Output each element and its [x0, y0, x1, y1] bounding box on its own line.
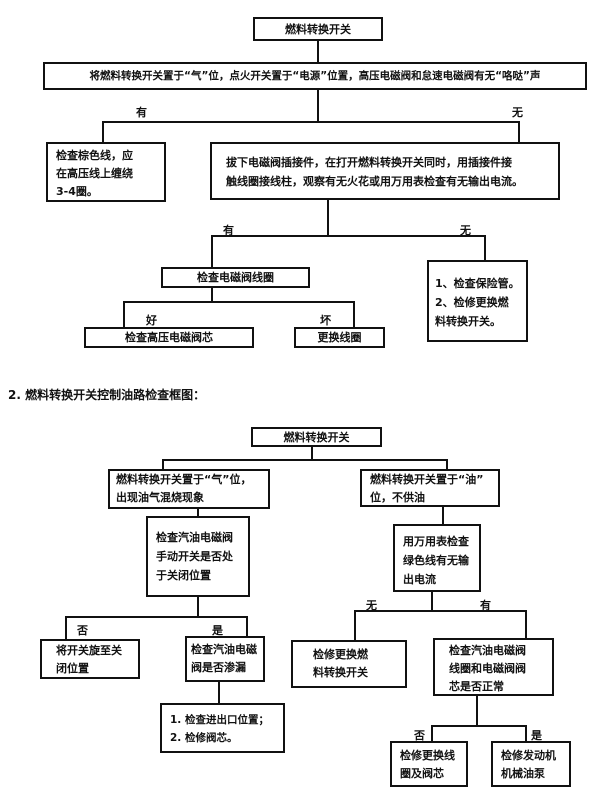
- d2-left-yes-box: 检查汽油电磁 阀是否渗漏: [185, 636, 265, 682]
- d2-left-box: 燃料转换开关置于“气”位， 出现油气混烧现象: [108, 469, 270, 509]
- d1-step1-box: 将燃料转换开关置于“气”位，点火开关置于“电源”位置，高压电磁阀和怠速电磁阀有无…: [43, 62, 587, 90]
- sub-yes-label: 有: [223, 224, 234, 237]
- connector: [102, 121, 104, 142]
- connector: [317, 41, 319, 62]
- d2-final-yes-box: 检修发动机 机械油泵: [491, 741, 571, 787]
- d1-bad-box: 更换线圈: [294, 327, 385, 348]
- connector: [211, 288, 213, 302]
- final-yes-label: 是: [531, 729, 542, 742]
- right-no-label: 无: [366, 599, 377, 612]
- connector: [162, 459, 448, 461]
- d2-left-check-box: 检查汽油电磁阀 手动开关是否处 于关闭位置: [146, 516, 250, 597]
- connector: [197, 597, 199, 617]
- connector: [353, 301, 355, 328]
- d2-left-final-box: 1. 检查进出口位置； 2. 检修阀芯。: [160, 703, 285, 753]
- d1-no-box: 拔下电磁阀插接件，在打开燃料转换开关同时，用插接件接 触线圈接线柱，观察有无火花…: [210, 142, 560, 200]
- connector: [446, 459, 448, 470]
- d2-right-no-box: 检修更换燃 料转换开关: [291, 640, 407, 688]
- connector: [211, 235, 213, 268]
- connector: [102, 121, 520, 123]
- connector: [525, 610, 527, 639]
- connector: [197, 509, 199, 517]
- final-no-label: 否: [414, 729, 425, 742]
- d1-check-coil-box: 检查电磁阀线圈: [161, 267, 310, 288]
- connector: [431, 725, 433, 742]
- connector: [218, 682, 220, 704]
- d2-left-no-box: 将开关旋至关 闭位置: [40, 639, 140, 679]
- connector: [518, 121, 520, 142]
- good-label: 好: [146, 314, 157, 327]
- d1-good-box: 检查高压电磁阀芯: [84, 327, 254, 348]
- no-label: 无: [512, 106, 523, 119]
- d1-sub-no-box: 1、检查保险管。 2、检修更换燃 料转换开关。: [427, 260, 528, 342]
- section-heading: 2. 燃料转换开关控制油路检查框图：: [8, 388, 206, 402]
- connector: [162, 459, 164, 470]
- connector: [123, 301, 125, 328]
- connector: [311, 447, 313, 460]
- d2-right-yes-box: 检查汽油电磁阀 线圈和电磁阀阀 芯是否正常: [433, 638, 554, 696]
- connector: [354, 610, 527, 612]
- connector: [431, 725, 527, 727]
- d1-yes-box: 检查棕色线，应 在高压线上缠绕 3-4圈。: [46, 142, 166, 202]
- connector: [246, 616, 248, 642]
- d2-root-box: 燃料转换开关: [251, 427, 382, 447]
- connector: [442, 507, 444, 527]
- connector: [211, 235, 486, 237]
- sub-no-label: 无: [460, 224, 471, 237]
- d2-right-box: 燃料转换开关置于“油” 位，不供油: [360, 469, 500, 507]
- connector: [123, 301, 355, 303]
- d1-root-box: 燃料转换开关: [253, 17, 383, 41]
- yes-label: 有: [136, 106, 147, 119]
- connector: [327, 200, 329, 236]
- connector: [431, 592, 433, 611]
- connector: [476, 696, 478, 726]
- left-no-label: 否: [77, 624, 88, 637]
- connector: [525, 725, 527, 742]
- connector: [484, 235, 486, 261]
- d2-right-check-box: 用万用表检查 绿色线有无输 出电流: [393, 524, 481, 592]
- connector: [354, 610, 356, 642]
- right-yes-label: 有: [480, 599, 491, 612]
- bad-label: 坏: [320, 314, 331, 327]
- d2-final-no-box: 检修更换线 圈及阀芯: [390, 741, 468, 787]
- connector: [65, 616, 67, 642]
- connector: [65, 616, 248, 618]
- connector: [317, 90, 319, 122]
- left-yes-label: 是: [212, 624, 223, 637]
